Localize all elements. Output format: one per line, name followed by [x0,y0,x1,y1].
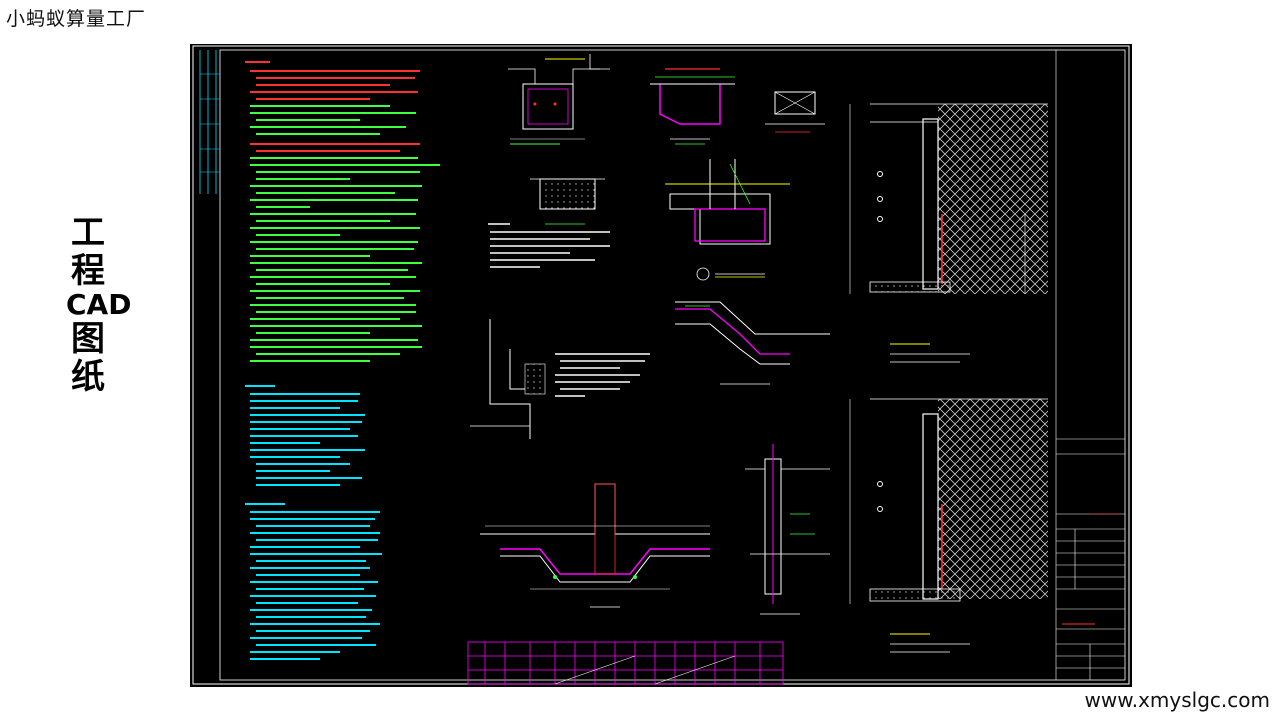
detail-small-section [765,91,825,133]
notes-red-lines [245,61,420,152]
detail-channel [650,68,735,145]
detail-retaining-wall-small [470,319,546,439]
detail-notes-middle [488,223,610,268]
detail-pile-cap [665,159,790,281]
detail-basement-wall-lower [849,398,1048,653]
title-block [1055,50,1125,680]
detail-column-elevation [745,444,830,615]
general-notes [245,61,440,660]
schedule-table [467,641,784,685]
detail-stepped-slab [675,301,830,385]
side-title-char: 图 [71,319,105,359]
side-title-char: CAD [66,288,132,321]
notes-cyan-lines [245,385,382,660]
detail-notes-lower [555,353,650,397]
side-title-char: 纸 [71,357,105,397]
side-title-char: 工 [71,213,105,253]
cad-drawing-svg [192,45,1130,685]
notes-green-lines [250,105,440,362]
detail-basement-wall-upper [849,103,1048,363]
detail-foundation-bottom [480,483,710,608]
cad-drawing-canvas[interactable] [190,44,1132,687]
brand-name: 小蚂蚁算量工厂 [6,8,147,30]
detail-cap-section [508,54,610,145]
side-title: 工 程 CAD 图 纸 [66,213,132,397]
side-title-char: 程 [71,251,105,291]
website-url: www.xmyslgc.com [1084,688,1271,712]
detail-hatched-block [530,178,605,225]
